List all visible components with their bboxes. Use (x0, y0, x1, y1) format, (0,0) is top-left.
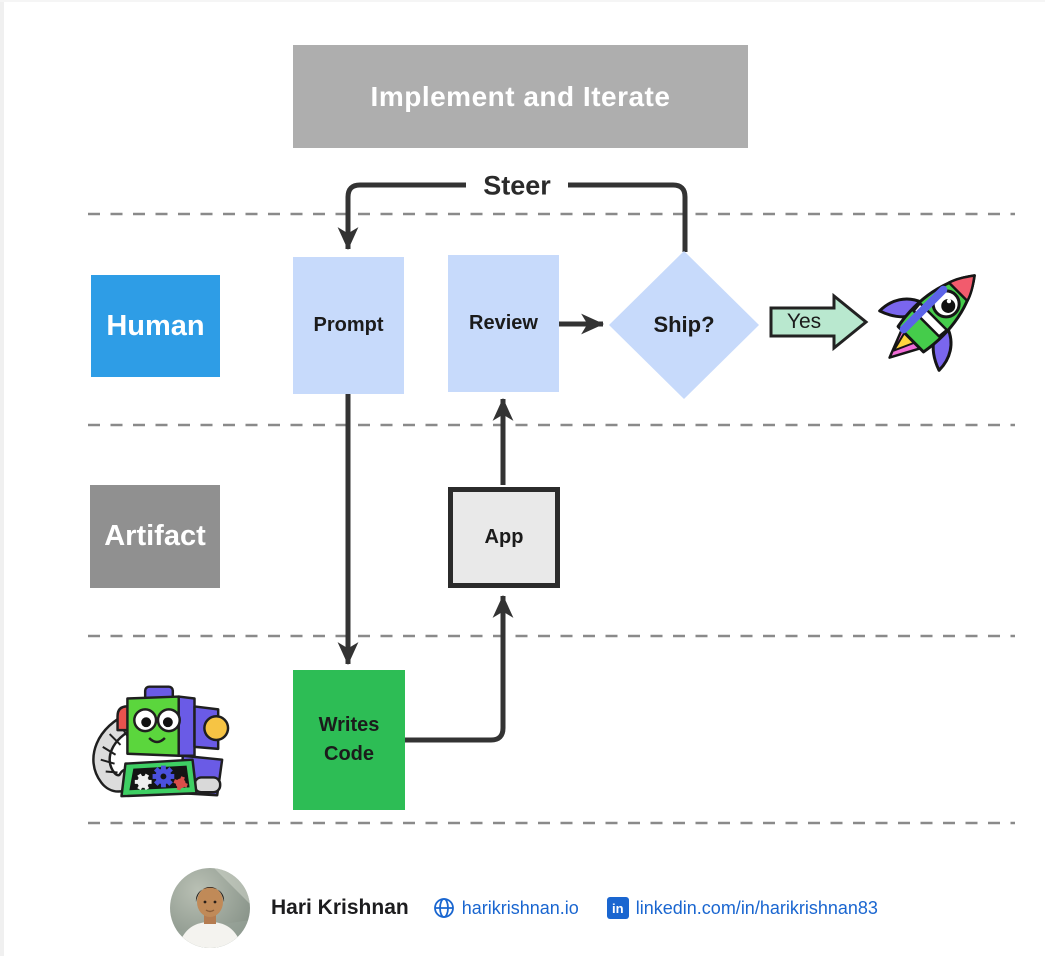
node-review: Review (448, 255, 559, 392)
footer: Hari Krishnan harikrishnan.io in linkedi… (170, 868, 878, 948)
canvas-edge-top (0, 0, 1045, 2)
linkedin-icon-glyph: in (611, 900, 624, 916)
title-banner-label: Implement and Iterate (370, 80, 671, 112)
robot-illustration-icon (92, 685, 230, 798)
linkedin-link[interactable]: in linkedin.com/in/harikrishnan83 (606, 897, 878, 919)
lane-human-text: Human (106, 309, 205, 342)
steer-label: Steer (483, 170, 551, 201)
node-ship-label: Ship? (653, 312, 715, 337)
edge-steer-to-prompt (337, 182, 466, 251)
website-link-text: harikrishnan.io (461, 897, 579, 918)
linkedin-link-text: linkedin.com/in/harikrishnan83 (635, 897, 878, 918)
ship-decision-diamond (609, 251, 759, 399)
node-app-label: App (484, 526, 524, 548)
rocket-illustration-icon (878, 274, 976, 372)
globe-icon (433, 898, 454, 918)
author-name: Hari Krishnan (271, 896, 409, 919)
website-link[interactable]: harikrishnan.io (433, 897, 579, 919)
node-review-label: Review (469, 312, 538, 334)
edge-ship-to-steer (568, 182, 688, 252)
node-writes-code-label: Writes Code (318, 714, 380, 765)
lane-label-human: Human (91, 275, 220, 377)
title-banner: Implement and Iterate (293, 45, 748, 148)
yes-arrow-label: Yes (786, 310, 822, 333)
lane-label-artifact: Artifact (90, 485, 220, 588)
node-writes-code: Writes Code (293, 670, 405, 810)
canvas-edge-left (0, 0, 4, 956)
avatar-photo (170, 868, 250, 948)
lane-artifact-text: Artifact (104, 520, 206, 552)
node-app: App (448, 487, 560, 588)
linkedin-icon: in (606, 897, 629, 919)
node-prompt-label: Prompt (313, 314, 384, 336)
node-prompt: Prompt (293, 257, 404, 394)
edge-writes-code-to-app (405, 594, 514, 743)
yes-arrow-shape (769, 292, 869, 352)
